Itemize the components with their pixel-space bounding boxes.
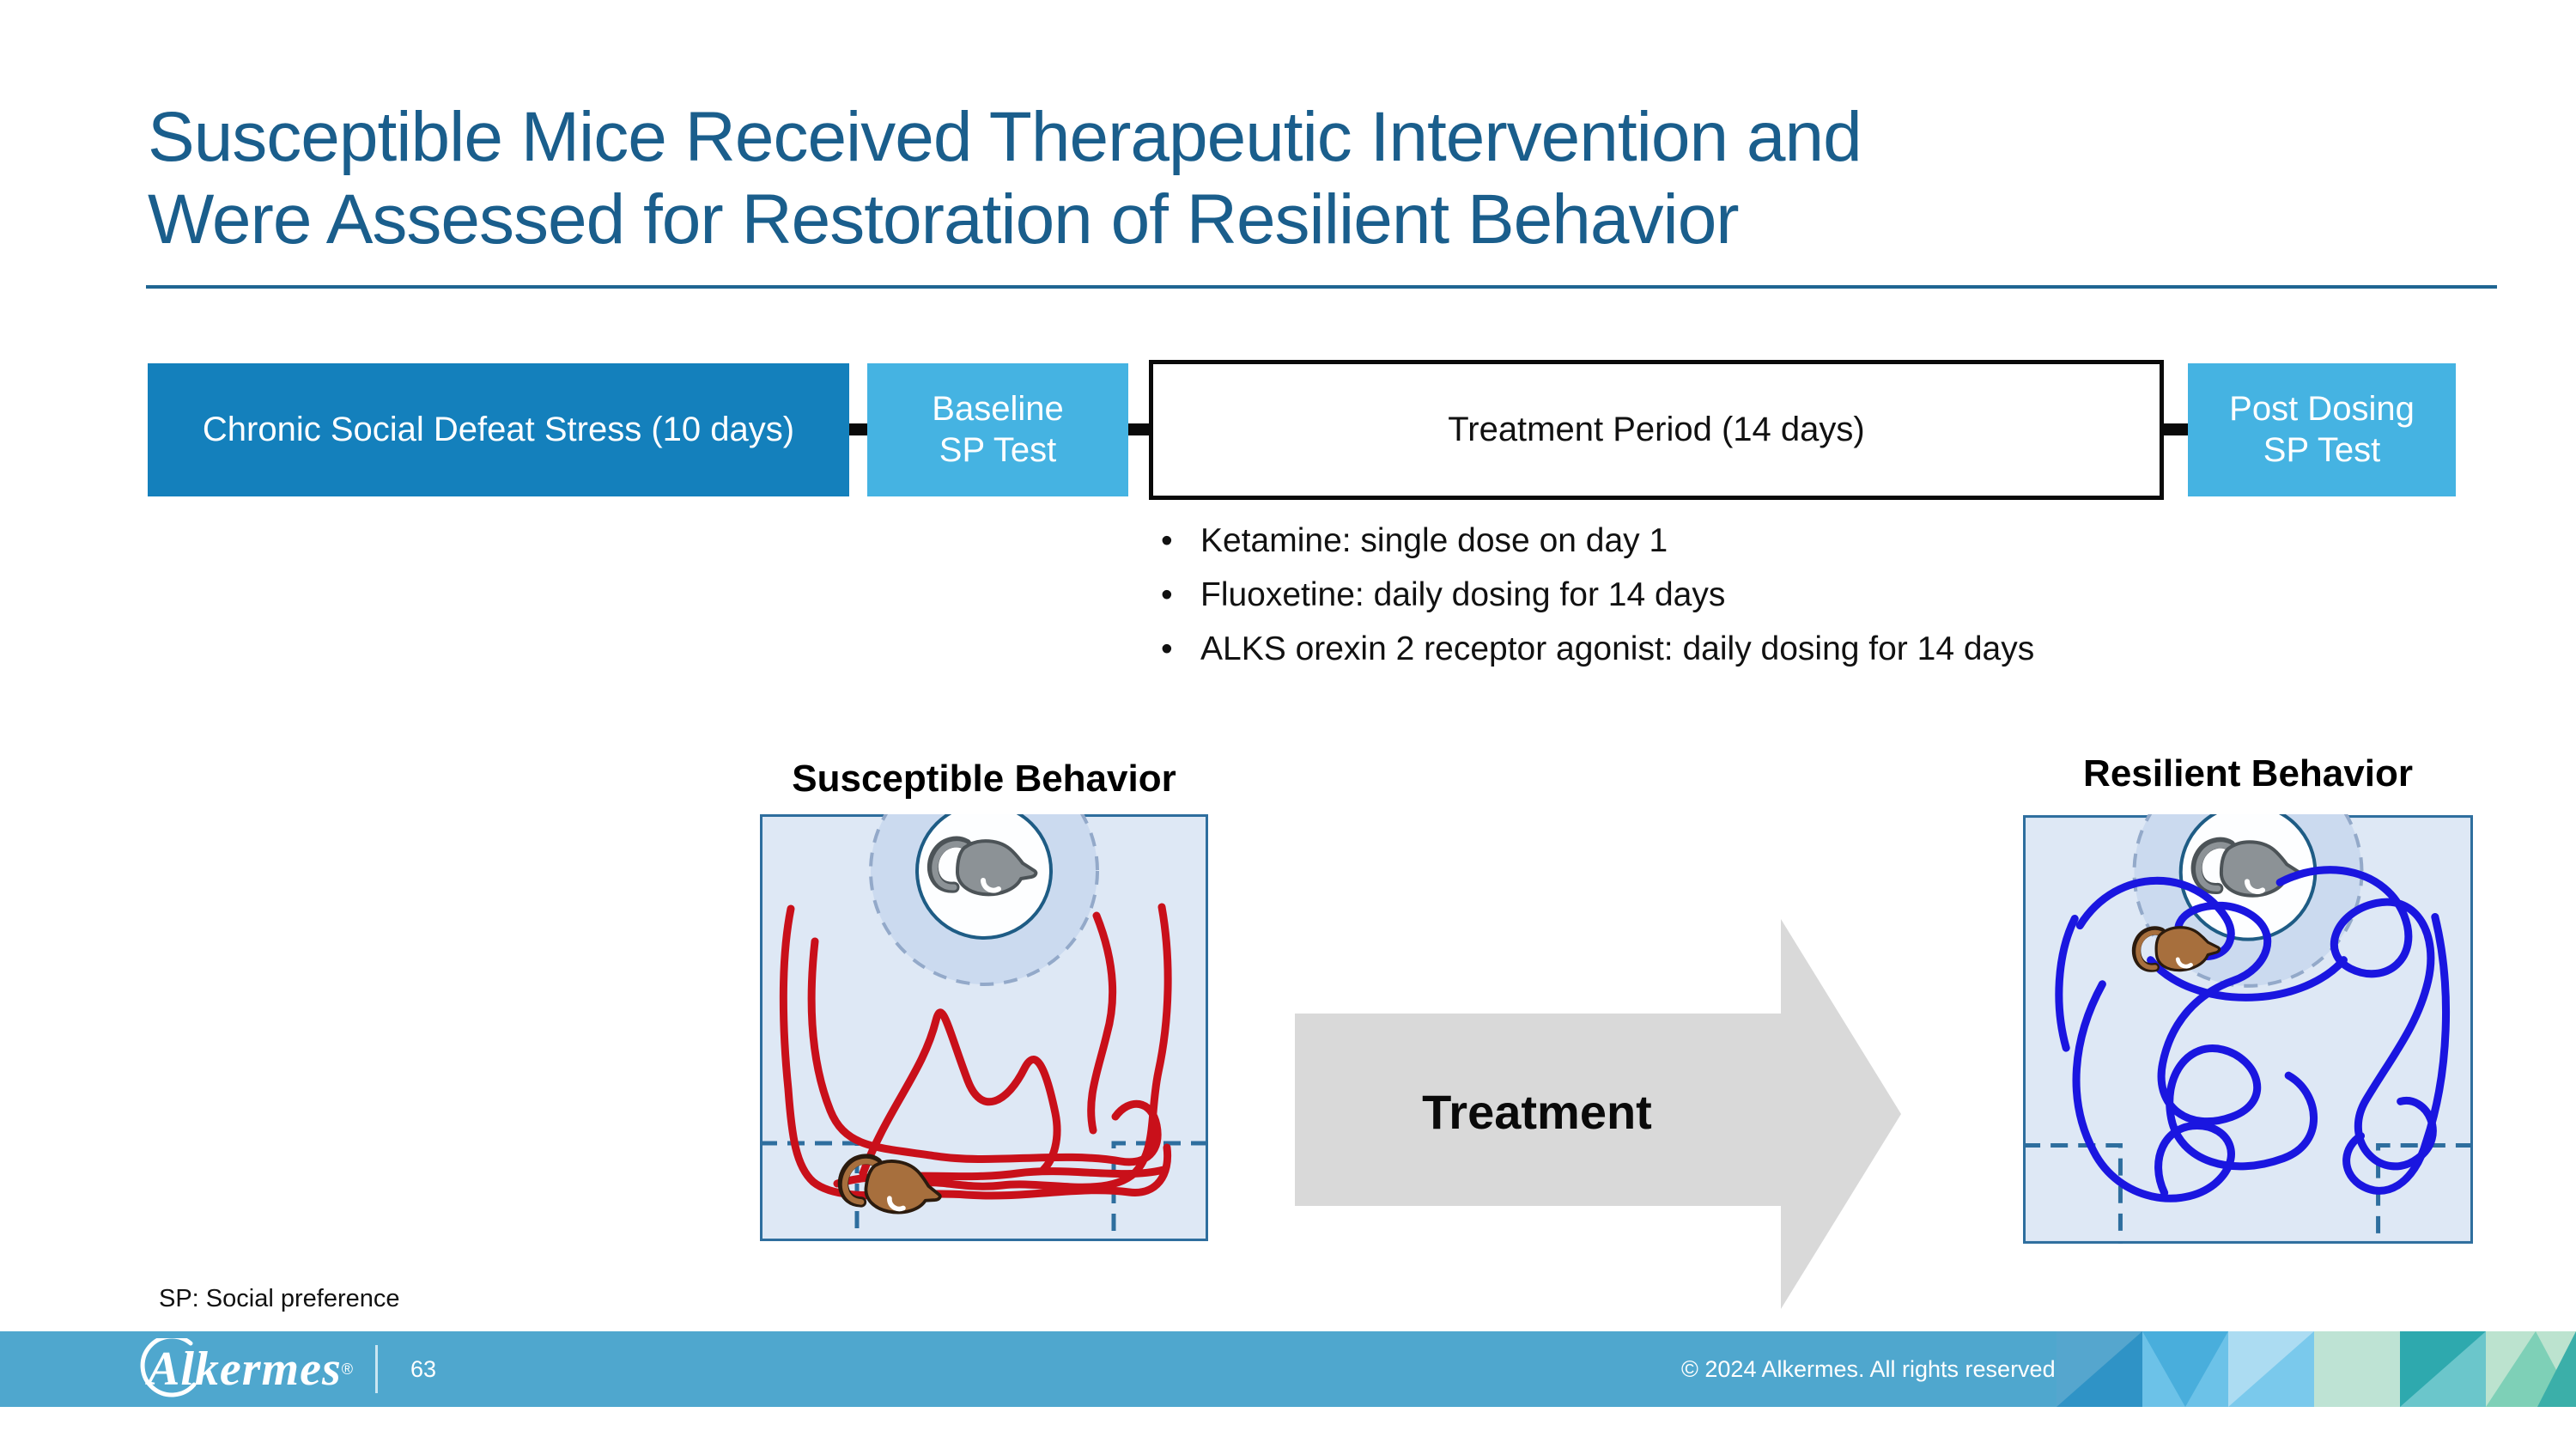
- bullet-text-alks-orexin: ALKS orexin 2 receptor agonist: daily do…: [1200, 630, 2035, 667]
- baseline-line1: Baseline: [932, 390, 1064, 429]
- timeline-box-treatment-period: Treatment Period (14 days): [1149, 360, 2164, 500]
- timeline-box-post-dosing-sp: Post Dosing SP Test: [2188, 363, 2456, 496]
- footer-triangle-pattern: [2057, 1331, 2576, 1407]
- postdosing-line2: SP Test: [2263, 430, 2381, 469]
- timeline-box-treatment-period-label: Treatment Period (14 days): [1448, 410, 1865, 448]
- susceptible-arena-diagram: [760, 814, 1208, 1241]
- alkermes-logo-swoosh-icon: [140, 1338, 197, 1397]
- alkermes-logo: Alkermes ®: [148, 1331, 353, 1407]
- timeline-connector-1: [849, 423, 867, 435]
- resilient-behavior-label: Resilient Behavior: [2083, 752, 2413, 795]
- treatment-arrow: [1295, 919, 1901, 1309]
- copyright-text: © 2024 Alkermes. All rights reserved.: [1681, 1355, 2063, 1382]
- timeline-connector-2: [1128, 423, 1149, 435]
- resilient-arena-diagram: [2023, 814, 2473, 1244]
- page-title-line2: Were Assessed for Restoration of Resilie…: [148, 180, 1740, 259]
- baseline-line2: SP Test: [939, 430, 1057, 469]
- bullet-icon: •: [1161, 522, 1173, 559]
- bullet-text-ketamine: Ketamine: single dose on day 1: [1200, 522, 1668, 559]
- timeline-connector-3: [2164, 423, 2188, 435]
- list-item: • Fluoxetine: daily dosing for 14 days: [1161, 576, 2034, 614]
- postdosing-line1: Post Dosing: [2229, 390, 2415, 429]
- bullet-text-fluoxetine: Fluoxetine: daily dosing for 14 days: [1200, 576, 1726, 613]
- page-number: 63: [410, 1355, 437, 1382]
- list-item: • Ketamine: single dose on day 1: [1161, 522, 2034, 560]
- treatment-arrow-label: Treatment: [1422, 1085, 1652, 1139]
- timeline-box-chronic-stress: Chronic Social Defeat Stress (10 days): [148, 363, 849, 496]
- corner-zone-right: [1111, 1141, 1208, 1241]
- registered-mark: ®: [341, 1360, 354, 1378]
- treatment-arrow-shape: [1295, 919, 1901, 1309]
- corner-zone-left: [2023, 1143, 2123, 1244]
- page-title: Susceptible Mice Received Therapeutic In…: [148, 96, 1862, 261]
- title-underline: [146, 285, 2497, 289]
- footer-divider: [375, 1345, 378, 1393]
- sp-footnote: SP: Social preference: [159, 1285, 400, 1312]
- alkermes-logo-text: Alkermes: [148, 1342, 342, 1396]
- timeline-box-post-dosing-sp-label: Post Dosing SP Test: [2229, 389, 2415, 470]
- bullet-icon: •: [1161, 576, 1173, 613]
- timeline-box-baseline-sp: Baseline SP Test: [867, 363, 1128, 496]
- list-item: • ALKS orexin 2 receptor agonist: daily …: [1161, 630, 2034, 668]
- susceptible-behavior-label: Susceptible Behavior: [792, 758, 1176, 800]
- timeline-box-baseline-sp-label: Baseline SP Test: [932, 389, 1063, 470]
- corner-zone-right: [2376, 1143, 2473, 1244]
- treatment-bullet-list: • Ketamine: single dose on day 1 • Fluox…: [1161, 522, 2034, 685]
- timeline-box-chronic-stress-label: Chronic Social Defeat Stress (10 days): [202, 410, 795, 448]
- bullet-icon: •: [1161, 630, 1173, 667]
- resilient-track-trace: [2055, 866, 2451, 1202]
- page-title-line1: Susceptible Mice Received Therapeutic In…: [148, 98, 1862, 176]
